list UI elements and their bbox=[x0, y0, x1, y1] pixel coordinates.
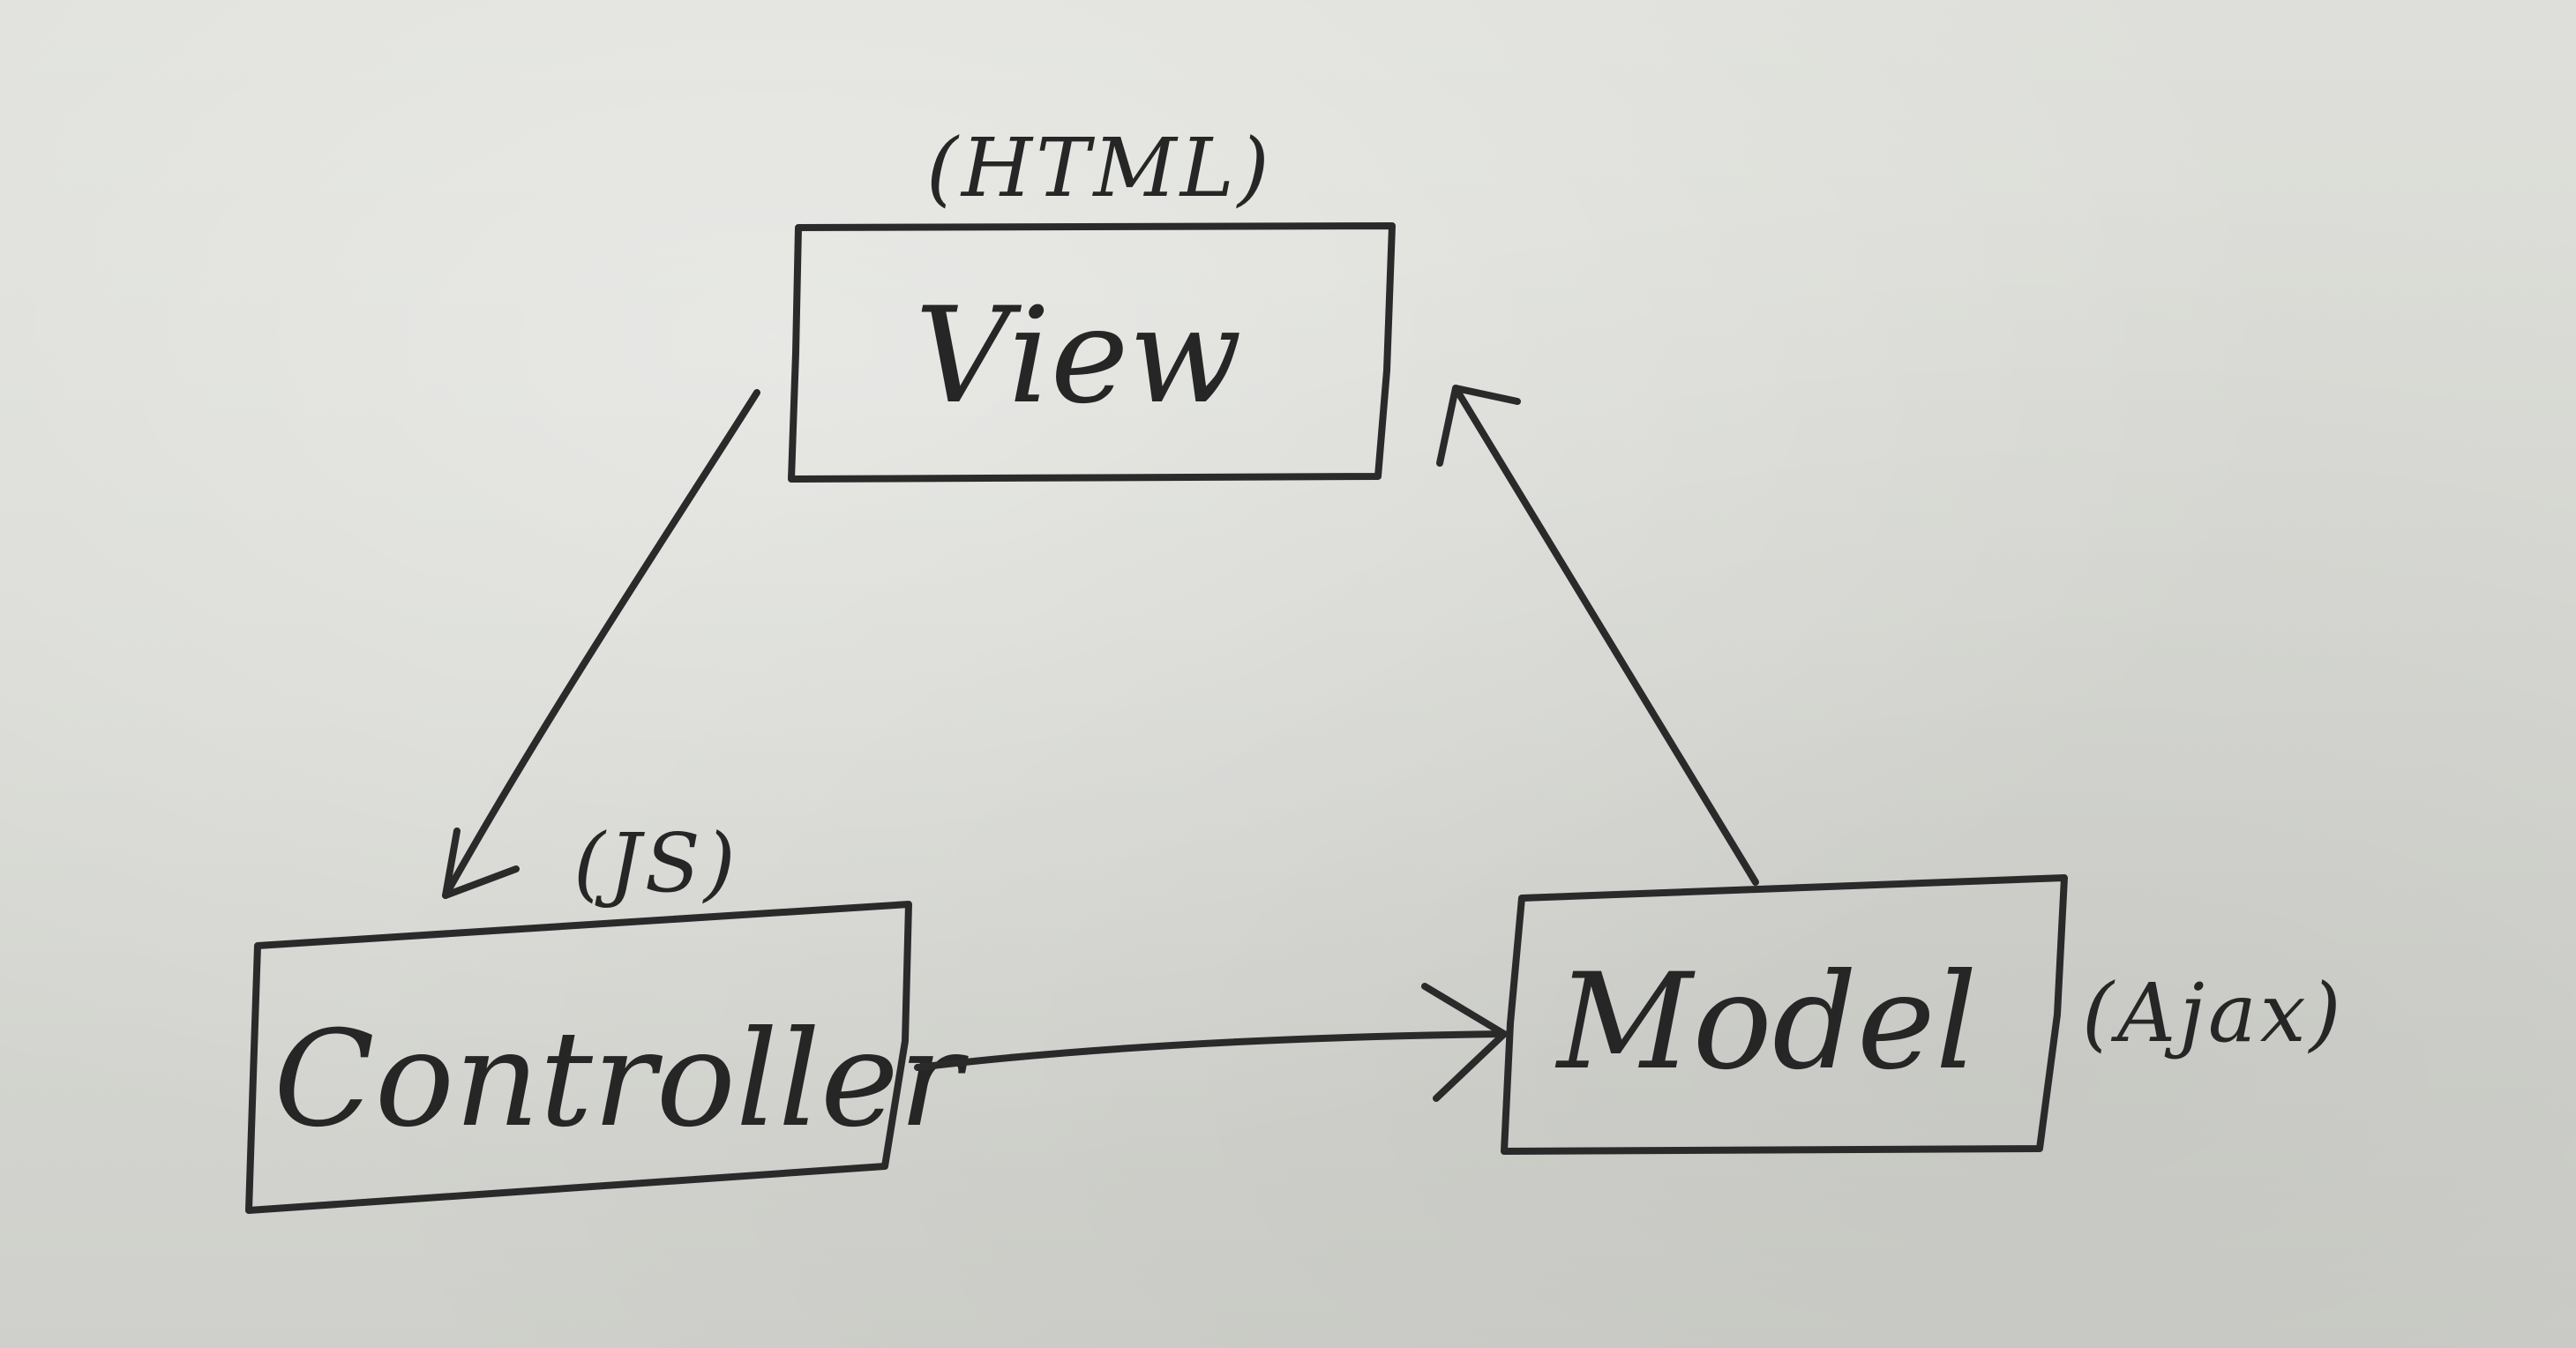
arrow-line bbox=[914, 1030, 1508, 1071]
model-note: (Ajax) bbox=[2082, 966, 2344, 1060]
arrowhead bbox=[1421, 983, 1508, 1102]
view-note: (HTML) bbox=[926, 121, 1273, 215]
arrow-controller-to-model bbox=[914, 983, 1508, 1102]
view-box bbox=[788, 222, 1396, 483]
model-label: Model bbox=[1554, 946, 1978, 1099]
arrow-view-to-controller bbox=[442, 389, 760, 899]
arrow-line bbox=[1452, 385, 1759, 886]
arrow-line bbox=[442, 389, 760, 899]
arrowhead bbox=[442, 828, 520, 899]
arrow-model-to-view bbox=[1436, 385, 1759, 886]
controller-label: Controller bbox=[273, 1003, 970, 1157]
controller-box bbox=[245, 901, 912, 1214]
controller-node: Controller (JS) bbox=[245, 816, 970, 1214]
model-node: Model (Ajax) bbox=[1501, 874, 2344, 1155]
view-label: View bbox=[915, 280, 1242, 433]
view-node: View (HTML) bbox=[788, 121, 1396, 483]
arrowhead bbox=[1436, 385, 1521, 467]
controller-note: (JS) bbox=[573, 816, 739, 910]
model-box bbox=[1501, 874, 2068, 1155]
